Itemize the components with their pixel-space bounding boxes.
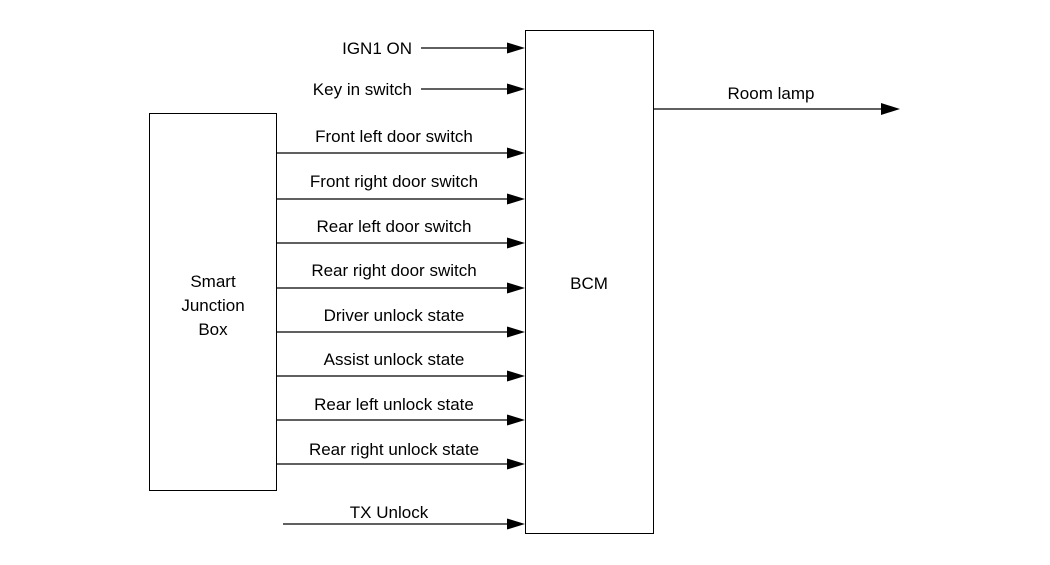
key-in-switch-arrowhead [507, 83, 525, 95]
ign1-on-arrowhead [507, 42, 525, 54]
signal-rear-right-door-switch: Rear right door switch [277, 261, 525, 294]
room-lamp-arrowhead [881, 103, 900, 115]
ign1-on-label: IGN1 ON [342, 39, 412, 58]
rear-right-door-switch-label: Rear right door switch [311, 261, 476, 280]
signal-assist-unlock-state: Assist unlock state [277, 350, 525, 382]
rear-left-door-switch-arrowhead [507, 237, 525, 249]
rear-right-door-switch-arrowhead [507, 282, 525, 294]
tx-unlock-label: TX Unlock [350, 503, 429, 522]
smart-junction-box-block: Smart Junction Box [149, 113, 277, 491]
rear-right-unlock-state-arrowhead [507, 458, 525, 470]
rear-left-unlock-state-label: Rear left unlock state [314, 395, 474, 414]
front-left-door-switch-label: Front left door switch [315, 127, 473, 146]
signal-rear-left-unlock-state: Rear left unlock state [277, 395, 525, 426]
driver-unlock-state-label: Driver unlock state [324, 306, 465, 325]
front-right-door-switch-arrowhead [507, 193, 525, 205]
rear-right-unlock-state-label: Rear right unlock state [309, 440, 479, 459]
room-lamp-label: Room lamp [728, 84, 815, 103]
tx-unlock-arrowhead [507, 518, 525, 530]
bcm-rect [525, 30, 654, 534]
bcm-block: BCM [525, 30, 654, 534]
front-left-door-switch-arrowhead [507, 147, 525, 159]
key-in-switch-label: Key in switch [313, 80, 412, 99]
signal-ign1-on: IGN1 ON [342, 39, 525, 58]
signal-driver-unlock-state: Driver unlock state [277, 306, 525, 338]
rear-left-unlock-state-arrowhead [507, 414, 525, 426]
sjb-label-line-2: Junction [181, 296, 244, 315]
sjb-label-line-1: Smart [190, 272, 236, 291]
signal-tx-unlock: TX Unlock [283, 503, 525, 530]
signal-rear-right-unlock-state: Rear right unlock state [277, 440, 525, 470]
signal-key-in-switch: Key in switch [313, 80, 525, 99]
bcm-label: BCM [570, 274, 608, 293]
assist-unlock-state-label: Assist unlock state [324, 350, 465, 369]
smart-junction-box-rect [149, 113, 277, 491]
driver-unlock-state-arrowhead [507, 326, 525, 338]
assist-unlock-state-arrowhead [507, 370, 525, 382]
signal-front-right-door-switch: Front right door switch [277, 172, 525, 205]
front-right-door-switch-label: Front right door switch [310, 172, 478, 191]
signal-rear-left-door-switch: Rear left door switch [277, 217, 525, 249]
signal-front-left-door-switch: Front left door switch [277, 127, 525, 159]
output-room-lamp: Room lamp [653, 84, 900, 115]
sjb-label-line-3: Box [198, 320, 228, 339]
rear-left-door-switch-label: Rear left door switch [317, 217, 472, 236]
